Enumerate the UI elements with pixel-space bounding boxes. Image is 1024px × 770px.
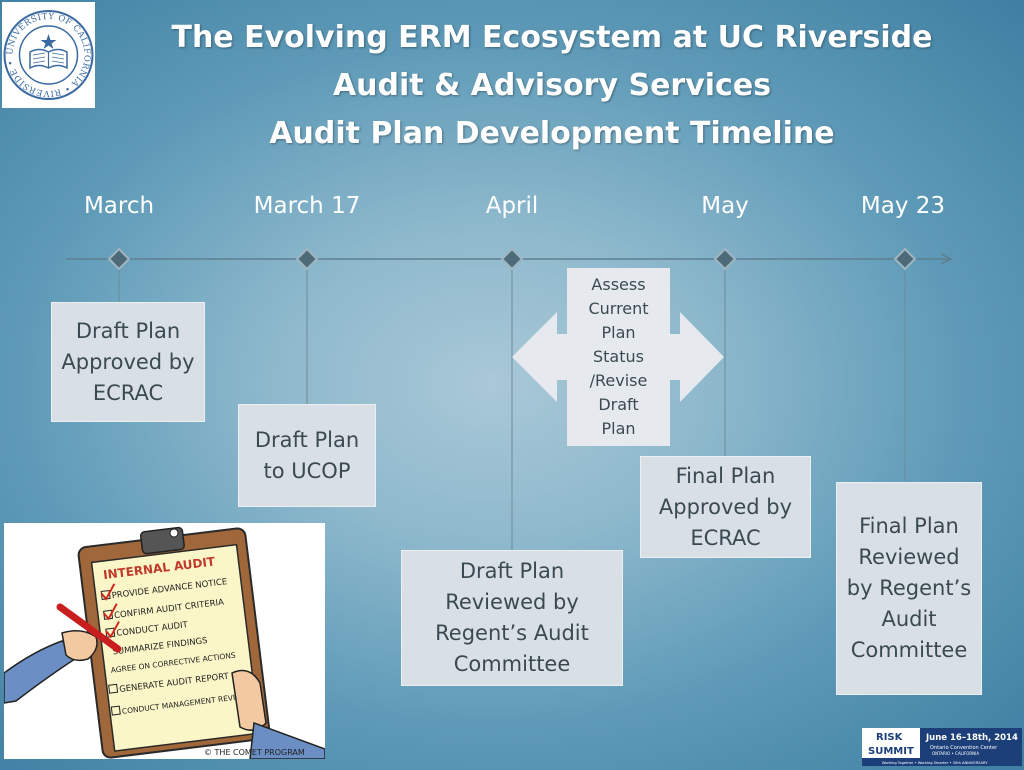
box-line: by Regent’s [846, 576, 972, 600]
assess-line: Current [588, 299, 649, 318]
box-line: Final Plan [675, 463, 776, 488]
box-line: Reviewed [858, 545, 960, 569]
month-label-march: March [83, 193, 155, 219]
timeline-arrowhead [940, 253, 953, 265]
box-line: Reviewed by [445, 590, 579, 614]
box-line: Committee [453, 652, 571, 676]
assess-line: /Revise [589, 371, 648, 390]
milestone-box-final-approved: Final Plan Approved by ECRAC [640, 456, 811, 558]
month-label-may: May [701, 193, 749, 219]
month-label-march-17: March 17 [253, 193, 361, 219]
milestone-box-draft-to-ucop: Draft Plan to UCOP [238, 404, 376, 507]
milestone-diamond-may [713, 247, 737, 271]
title-line-2: Audit & Advisory Services [332, 68, 772, 103]
milestone-box-draft-approved: Draft Plan Approved by ECRAC [51, 302, 205, 422]
uc-seal-logo: UNIVERSITY OF CALIFORNIA • RIVERSIDE • [2, 2, 95, 108]
title-line-3: Audit Plan Development Timeline [269, 116, 835, 151]
box-line: Draft Plan [459, 559, 565, 583]
assess-line: Status [593, 347, 644, 366]
milestone-diamond-march-17 [295, 247, 319, 271]
box-line: Draft Plan [75, 318, 181, 343]
box-line: Approved by [61, 349, 195, 374]
clipboard-credit: © THE COMET PROGRAM [204, 748, 305, 757]
summit-venue: Ontario Convention Center [930, 745, 998, 751]
milestone-diamond-may-23 [893, 247, 917, 271]
box-line: Final Plan [859, 514, 959, 538]
summit-place: ONTARIO • CALIFORNIA [932, 751, 979, 756]
assess-line: Plan [601, 419, 636, 438]
slide-title: The Evolving ERM Ecosystem at UC Riversi… [130, 14, 974, 158]
summit-tagline: Working Together • Working Smarter • 30t… [882, 761, 988, 765]
title-line-1: The Evolving ERM Ecosystem at UC Riversi… [171, 20, 933, 55]
assess-line: Draft [598, 395, 639, 414]
risk-word: RISK [876, 732, 904, 743]
box-line: ECRAC [690, 525, 761, 550]
month-label-april: April [485, 193, 539, 219]
milestone-box-draft-reviewed: Draft Plan Reviewed by Regent’s Audit Co… [401, 550, 623, 686]
box-line: ECRAC [92, 380, 164, 405]
box-line: Regent’s Audit [435, 621, 589, 645]
assess-revise-box: Assess Current Plan Status /Revise Draft… [567, 268, 670, 446]
assess-line: Plan [601, 323, 636, 342]
assess-line: Assess [591, 275, 646, 294]
risk-summit-logo: RISK SUMMIT June 16–18th, 2014 Ontario C… [862, 728, 1022, 766]
box-line: Committee [850, 638, 968, 662]
box-line: Draft Plan [254, 427, 360, 452]
box-line: Approved by [658, 494, 793, 519]
box-line: to UCOP [263, 458, 351, 483]
box-line: Audit [881, 607, 937, 631]
milestone-box-final-reviewed: Final Plan Reviewed by Regent’s Audit Co… [836, 482, 982, 695]
summit-dates: June 16–18th, 2014 [925, 733, 1018, 743]
milestone-diamond-april [500, 247, 524, 271]
milestone-diamond-march [107, 247, 131, 271]
internal-audit-clipboard-image: INTERNAL AUDIT PROVIDE ADVANCE NOTICE CO… [3, 523, 326, 760]
summit-word: SUMMIT [868, 746, 914, 757]
month-label-may-23: May 23 [860, 193, 946, 219]
